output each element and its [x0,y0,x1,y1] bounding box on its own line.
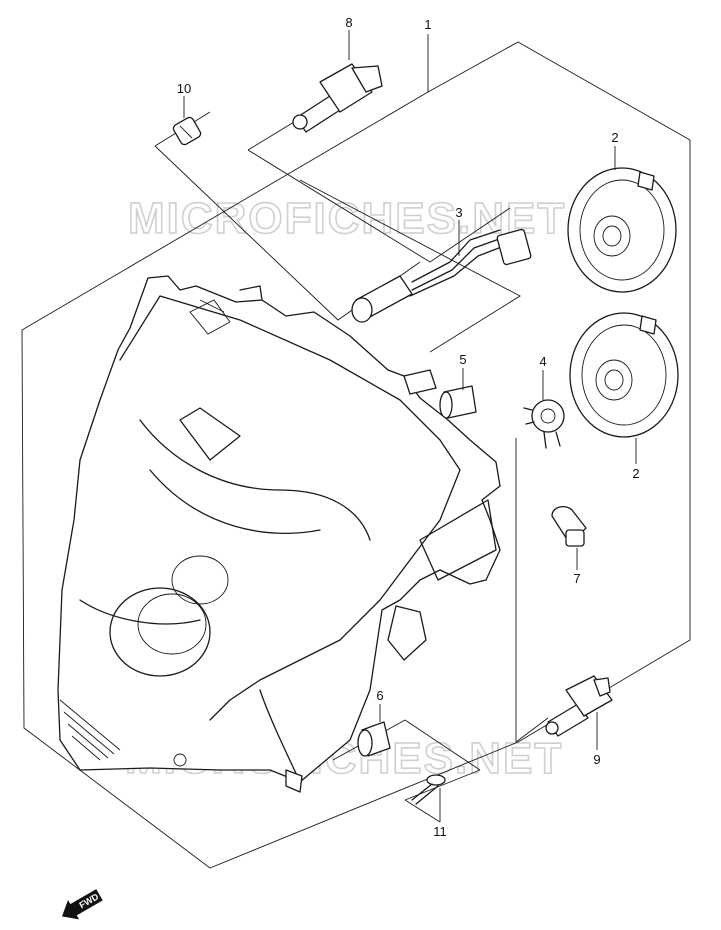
callout-2-lower: 2 [632,466,639,481]
reflector-cover-upper-icon [567,167,677,293]
callout-3: 3 [455,205,462,220]
bulb-h4-lower-icon [545,675,613,737]
bulb-h4-top-icon [292,63,383,133]
callout-10: 10 [177,81,191,96]
callout-4: 4 [539,354,546,369]
callout-9: 9 [593,752,600,767]
position-socket-icon [523,399,565,449]
bulb-wedge-icon [172,116,202,146]
callout-11: 11 [433,824,447,839]
reflector-cover-lower-icon [569,312,679,438]
grommet-sleeve-icon [439,385,477,419]
watermark-top: MICROFICHES.NET [128,194,566,243]
callout-6: 6 [376,688,383,703]
callout-2-upper: 2 [611,130,618,145]
screw-icon [411,774,446,805]
socket-wiring-icon [351,228,532,323]
grommet-icon [357,721,391,757]
callout-5: 5 [459,352,466,367]
leader-lines [183,30,637,822]
callout-7: 7 [573,571,580,586]
callout-1: 1 [424,17,431,32]
assembly-box [21,41,691,869]
fwd-arrow-icon: FWD [62,889,103,920]
callout-8: 8 [345,15,352,30]
headlamp-body-icon [57,275,501,793]
position-bulb-icon [551,505,587,547]
